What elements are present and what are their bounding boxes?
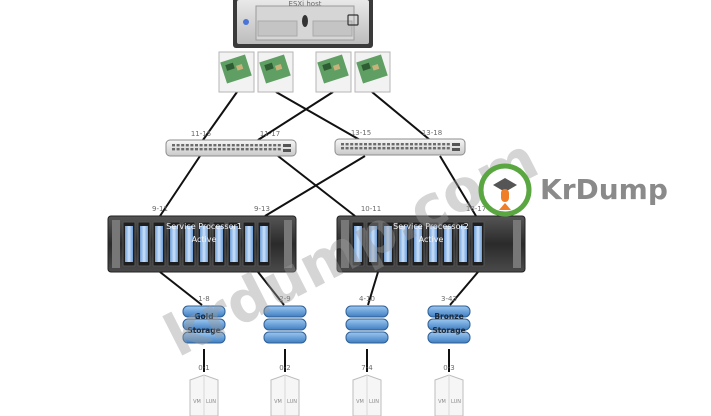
link-nic1-switch1: [202, 91, 238, 141]
lun-id-label: 0-1: [198, 364, 209, 372]
lun-lun-label: LUN: [451, 399, 461, 405]
storage-tier-label: Gold: [194, 312, 213, 321]
storage-id-label: 1-8: [198, 295, 209, 303]
drive-bay-icon: [347, 14, 359, 26]
lun-vm-label: VM: [193, 399, 201, 405]
sp2-port-label-b: 10-17: [466, 205, 486, 213]
lun-lun-label: LUN: [287, 399, 297, 405]
switch-2-port-label-b: 13-18: [422, 129, 442, 137]
link-sp1-storage1: [159, 271, 203, 306]
switch-2-port-label-a: 13-15: [351, 129, 371, 137]
switch-2: 13-15 13-18: [334, 129, 466, 156]
lun-vm-label: VM: [356, 399, 364, 405]
logo-text: KrDump: [540, 173, 668, 206]
storage-id-label: 3-43: [441, 295, 457, 303]
lun-2: 0-2VM LUN: [270, 364, 300, 416]
sp2-status: Active: [419, 235, 444, 244]
lun-id-label: 7-4: [361, 364, 373, 372]
graduation-cap-icon: [493, 178, 517, 192]
storage-id-label: 4-10: [359, 295, 375, 303]
nic-cards: [218, 51, 391, 93]
link-sp2-storage3: [367, 271, 379, 306]
sp1-status: Active: [192, 235, 217, 244]
lun-vm-label: VM: [438, 399, 446, 405]
storage-array-3: 4-10: [345, 295, 389, 344]
service-processor-2: Service Processor2 Active 10-11 10-17: [336, 205, 526, 273]
lun-id-label: 0-2: [279, 364, 290, 372]
link-switch2-sp2: [439, 155, 477, 217]
switch-1-port-label-a: 11-15: [191, 130, 211, 138]
storage-id-label: 2-9: [279, 295, 290, 303]
nic-card-2: [257, 51, 294, 93]
lun-lun-label: LUN: [206, 399, 216, 405]
sp1-port-label-a: 9-11: [152, 205, 168, 213]
krdump-logo: KrDump: [478, 163, 668, 217]
lun-id-label: 0-3: [443, 364, 454, 372]
sp2-port-label-a: 10-11: [361, 205, 381, 213]
lun-lun-label: LUN: [369, 399, 379, 405]
switch-1-port-label-b: 11-17: [260, 130, 280, 138]
storage-array-2: 2-9: [263, 295, 307, 344]
service-processor-1: Service Processor1 Active 9-11 9-13: [107, 205, 297, 273]
connection-lines: [159, 91, 479, 372]
sp1-title: Service Processor1: [166, 222, 242, 231]
sp1-port-label-b: 9-13: [254, 205, 270, 213]
host-title: ESXi host: [289, 0, 322, 8]
lun-vm-label: VM: [274, 399, 282, 405]
link-sp1-storage2: [257, 271, 285, 306]
esxi-host: ESXi host: [233, 0, 373, 48]
link-switch1-sp1: [159, 155, 201, 217]
power-led-icon: [243, 19, 249, 25]
lun-4: 0-3VM LUN: [434, 364, 464, 416]
storage-tier-label: Bronze: [434, 312, 463, 321]
nic-card-4: [354, 51, 391, 93]
lun-1: 0-1VM LUN: [189, 364, 219, 416]
link-switch2-sp1: [264, 155, 366, 217]
nic-card-3: [315, 51, 352, 93]
nic-card-1: [218, 51, 255, 93]
storage-type-label: Storage: [432, 326, 465, 335]
sp2-title: Service Processor2: [393, 222, 469, 231]
link-sp2-storage4: [449, 271, 479, 306]
link-nic2-switch2: [275, 91, 361, 141]
lun-3: 7-4VM LUN: [352, 364, 382, 416]
link-nic4-switch2: [371, 91, 431, 141]
switch-1: 11-15 11-17: [165, 130, 297, 157]
storage-type-label: Storage: [187, 326, 220, 335]
link-nic3-switch1: [257, 91, 334, 141]
